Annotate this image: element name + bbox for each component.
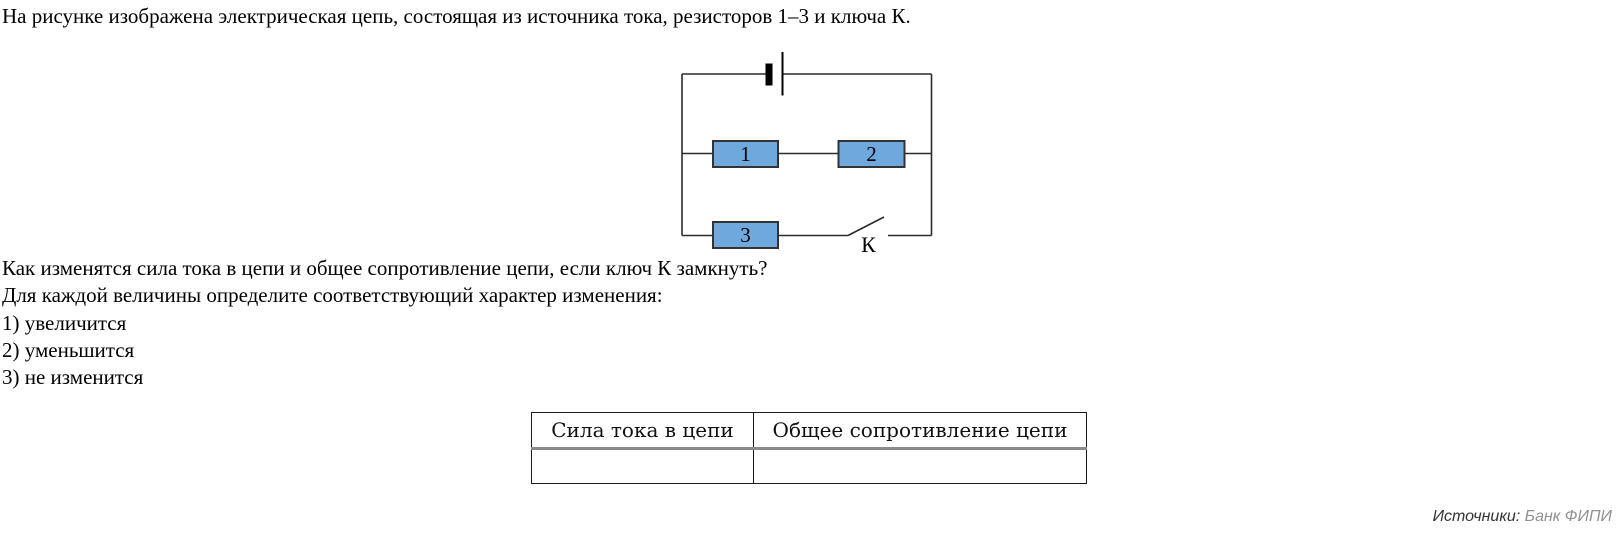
- resistors: [712, 140, 906, 249]
- battery: [765, 52, 784, 96]
- table-header-current: Сила тока в цепи: [531, 412, 754, 450]
- table-header-resistance: Общее сопротивление цепи: [753, 412, 1087, 450]
- answer-cell-current: [531, 448, 754, 484]
- resistor-1-label: 1: [740, 142, 751, 166]
- circuit-wires: [681, 73, 933, 237]
- circuit-diagram: 1 2 3 К: [681, 52, 933, 257]
- table-header-row: Сила тока в цепи Общее сопротивление цеп…: [531, 412, 1087, 450]
- option-1: 1) увеличится: [2, 311, 127, 335]
- answer-table: Сила тока в цепи Общее сопротивление цеп…: [531, 412, 1087, 484]
- resistor-3-label: 3: [740, 223, 751, 247]
- option-2: 2) уменьшится: [2, 338, 135, 362]
- resistor-2: [837, 140, 906, 168]
- answer-cell-resistance: [753, 448, 1087, 484]
- source-label: Источники:: [1432, 508, 1521, 525]
- circuit-labels: 1 2 3 К: [740, 142, 877, 257]
- option-3: 3) не изменится: [2, 365, 144, 389]
- instruction-text: Для каждой величины определите соответст…: [2, 283, 663, 307]
- table-answer-row: [531, 448, 1087, 484]
- switch-blade: [847, 216, 885, 237]
- resistor-2-label: 2: [866, 142, 877, 166]
- intro-text: На рисунке изображена электрическая цепь…: [2, 4, 911, 28]
- resistor-1: [712, 140, 779, 168]
- switch-label: К: [861, 232, 876, 257]
- wire-path: [681, 73, 933, 237]
- question-text: Как изменятся сила тока в цепи и общее с…: [2, 256, 768, 280]
- resistor-3: [712, 221, 779, 249]
- source-value: Банк ФИПИ: [1524, 508, 1612, 525]
- source-line: Источники: Банк ФИПИ: [1433, 508, 1612, 526]
- battery-short-plate-icon: [765, 63, 773, 86]
